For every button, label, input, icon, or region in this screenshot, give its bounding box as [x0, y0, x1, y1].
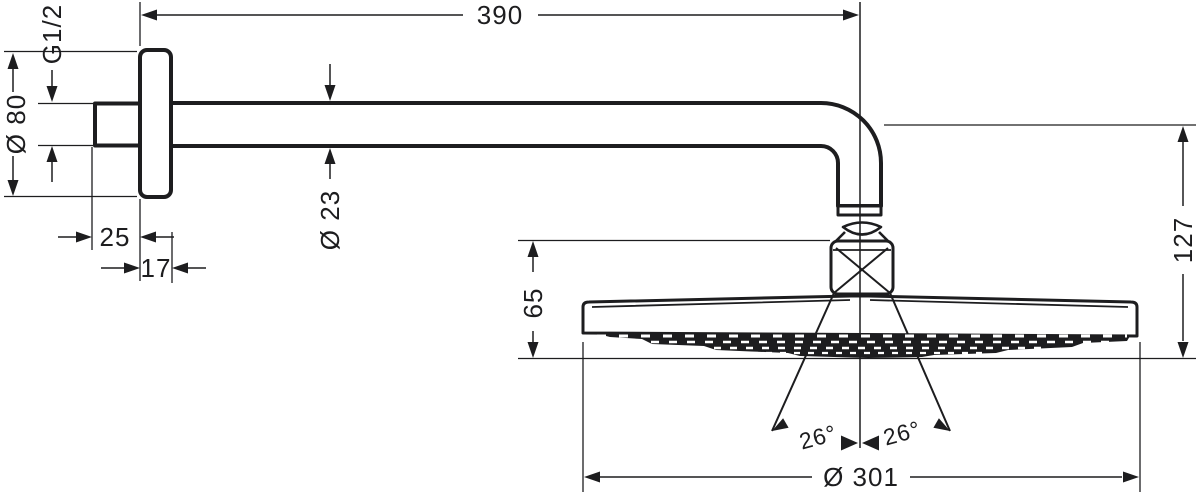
- dim-flange-depth: 17: [101, 232, 206, 283]
- arrow-right-icon: [843, 9, 859, 21]
- dim-arm-diameter: Ø 23: [315, 64, 345, 250]
- shower-arm: [169, 101, 883, 217]
- arrow-left-icon: [140, 231, 156, 243]
- dim-flange-depth-label: 17: [141, 253, 172, 283]
- arrow-arc-left-icon: [772, 418, 789, 431]
- arrow-left-icon: [584, 471, 600, 483]
- wall-flange: [138, 48, 173, 199]
- dim-arm-diameter-label: Ø 23: [315, 190, 345, 250]
- arrow-up-icon: [1177, 126, 1189, 142]
- dim-head-height: 65: [518, 239, 1196, 360]
- dim-thread-size: G1/2: [37, 4, 93, 182]
- spray-angle-lines: [771, 247, 951, 432]
- connector-skirt: [835, 231, 889, 242]
- dim-drop-height: 127: [884, 124, 1198, 358]
- ball-joint-lens: [841, 221, 883, 236]
- dim-arm-length: 390: [139, 0, 859, 46]
- arrow-down-icon: [46, 86, 58, 102]
- wall-connection-stub: [93, 101, 142, 148]
- arrow-left-icon: [141, 9, 157, 21]
- arrow-right-icon: [841, 435, 858, 451]
- dim-head-diameter-label: Ø 301: [823, 462, 899, 492]
- dim-thread-size-label: G1/2: [37, 4, 67, 64]
- arrow-right-icon: [1123, 471, 1139, 483]
- arrow-down-icon: [324, 85, 336, 101]
- dim-arm-length-label: 390: [477, 0, 523, 30]
- dim-drop-height-label: 127: [1168, 217, 1198, 263]
- dim-wall-offset-label: 25: [100, 222, 131, 252]
- ball-joint-connector: [829, 221, 895, 296]
- dim-spray-angle: 26° 26°: [772, 416, 950, 455]
- nozzle-band: [594, 333, 1130, 358]
- dim-head-diameter: Ø 301: [582, 342, 1141, 492]
- arrow-down-icon: [527, 342, 539, 358]
- spray-face: [594, 333, 1130, 358]
- arrow-right-icon: [76, 231, 92, 243]
- arrow-up-icon: [324, 148, 336, 164]
- arrow-left-icon: [172, 262, 188, 274]
- arrow-arc-right-icon: [933, 418, 950, 431]
- arrow-left-icon: [862, 435, 879, 451]
- head-top-rim: [591, 299, 1129, 308]
- dim-head-height-label: 65: [518, 288, 548, 319]
- arrow-down-icon: [7, 180, 19, 196]
- arrow-down-icon: [1177, 342, 1189, 358]
- dim-flange-diameter-label: Ø 80: [1, 94, 31, 154]
- spray-angle-left-label: 26°: [796, 420, 839, 455]
- spray-angle-right-label: 26°: [880, 416, 923, 451]
- arrow-up-icon: [527, 241, 539, 257]
- dim-flange-diameter: Ø 80: [1, 50, 137, 198]
- joint-housing: [829, 239, 895, 296]
- dim-wall-offset: 25: [58, 147, 174, 281]
- arrow-up-icon: [7, 53, 19, 69]
- arrow-right-icon: [124, 262, 140, 274]
- arrow-up-icon: [46, 146, 58, 162]
